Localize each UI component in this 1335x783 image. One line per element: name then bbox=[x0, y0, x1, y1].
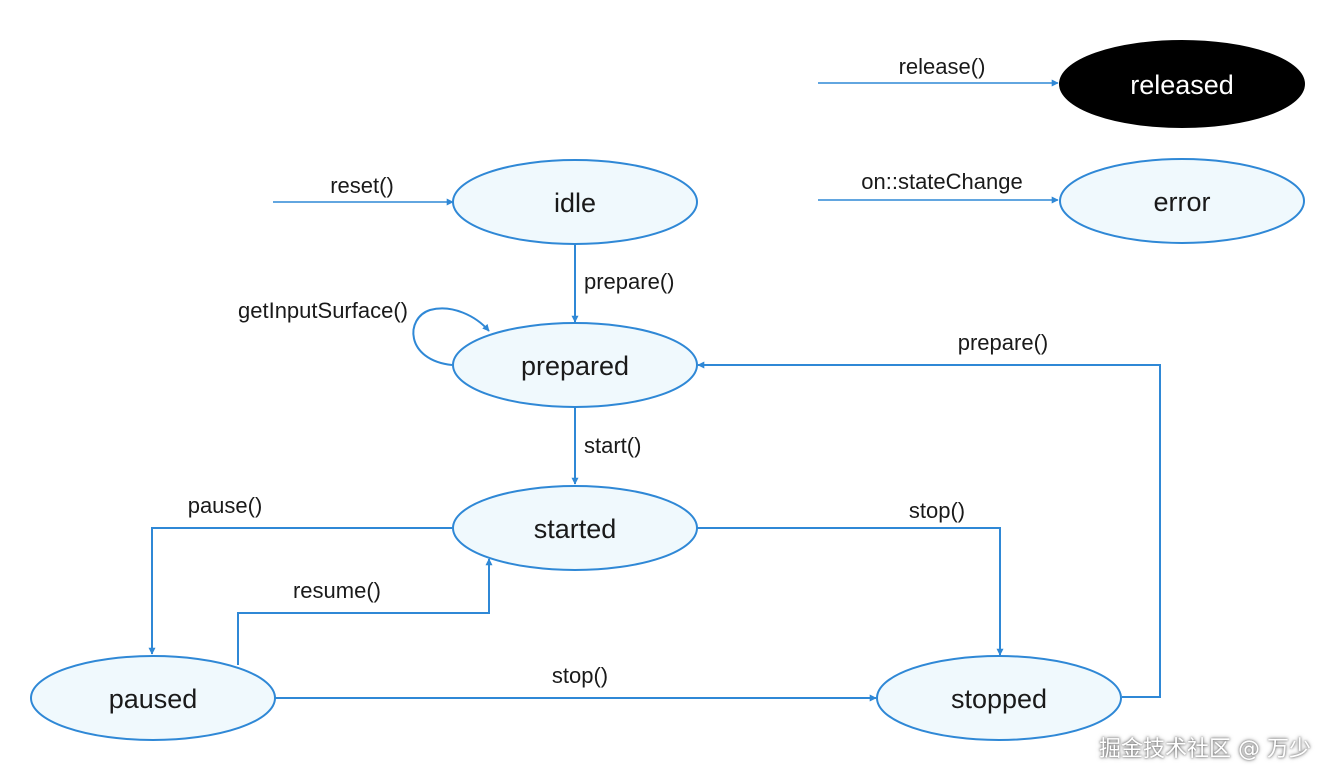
edge-stop-from-started-line bbox=[697, 527, 1004, 656]
edge-prepare-from-stopped-line bbox=[697, 361, 1161, 698]
edge-label-state-change: on::stateChange bbox=[861, 169, 1022, 194]
edge-label-start: start() bbox=[584, 433, 641, 458]
edge-pause: pause() bbox=[148, 493, 452, 655]
state-error-shape bbox=[1059, 158, 1305, 244]
edge-get-input-surface: getInputSurface() bbox=[238, 298, 490, 366]
state-stopped-label: stopped bbox=[951, 684, 1047, 714]
state-prepared-label: prepared bbox=[521, 351, 629, 381]
state-released: released bbox=[1059, 40, 1305, 128]
edge-resume-line bbox=[237, 558, 493, 665]
edge-release: release() bbox=[818, 54, 1059, 87]
state-error: error bbox=[1059, 158, 1305, 244]
state-idle-label: idle bbox=[554, 188, 596, 218]
state-paused-label: paused bbox=[109, 684, 198, 714]
state-prepared-shape bbox=[452, 322, 698, 408]
state-started: started bbox=[452, 485, 698, 571]
edge-label-release: release() bbox=[899, 54, 986, 79]
edge-reset: reset() bbox=[273, 173, 454, 206]
state-started-label: started bbox=[534, 514, 617, 544]
state-paused-shape bbox=[30, 655, 276, 741]
edge-label-prepare-from-idle: prepare() bbox=[584, 269, 674, 294]
watermark: 掘金技术社区 @ 万少 bbox=[1099, 737, 1311, 762]
edge-label-pause: pause() bbox=[188, 493, 263, 518]
edge-prepare-from-stopped: prepare() bbox=[697, 330, 1161, 698]
edge-label-stop-from-paused: stop() bbox=[552, 663, 608, 688]
edge-prepare-from-idle: prepare() bbox=[571, 245, 674, 323]
state-stopped: stopped bbox=[876, 655, 1122, 741]
edge-start: start() bbox=[571, 408, 641, 485]
state-stopped-shape bbox=[876, 655, 1122, 741]
edge-get-input-surface-loop bbox=[412, 307, 490, 366]
state-idle: idle bbox=[452, 159, 698, 245]
state-released-label: released bbox=[1130, 70, 1234, 100]
edge-label-prepare-from-stopped: prepare() bbox=[958, 330, 1048, 355]
edge-label-resume: resume() bbox=[293, 578, 381, 603]
state-started-shape bbox=[452, 485, 698, 571]
state-released-shape bbox=[1059, 40, 1305, 128]
edge-label-reset: reset() bbox=[330, 173, 394, 198]
edge-stop-from-paused: stop() bbox=[275, 663, 877, 702]
state-error-label: error bbox=[1153, 187, 1210, 217]
state-prepared: prepared bbox=[452, 322, 698, 408]
edge-state-change: on::stateChange bbox=[818, 169, 1059, 204]
state-idle-shape bbox=[452, 159, 698, 245]
state-paused: paused bbox=[30, 655, 276, 741]
edge-label-get-input-surface: getInputSurface() bbox=[238, 298, 408, 323]
edge-pause-line bbox=[148, 527, 452, 655]
edge-label-stop-from-started: stop() bbox=[909, 498, 965, 523]
edge-resume: resume() bbox=[237, 558, 493, 665]
edge-stop-from-started: stop() bbox=[697, 498, 1004, 656]
